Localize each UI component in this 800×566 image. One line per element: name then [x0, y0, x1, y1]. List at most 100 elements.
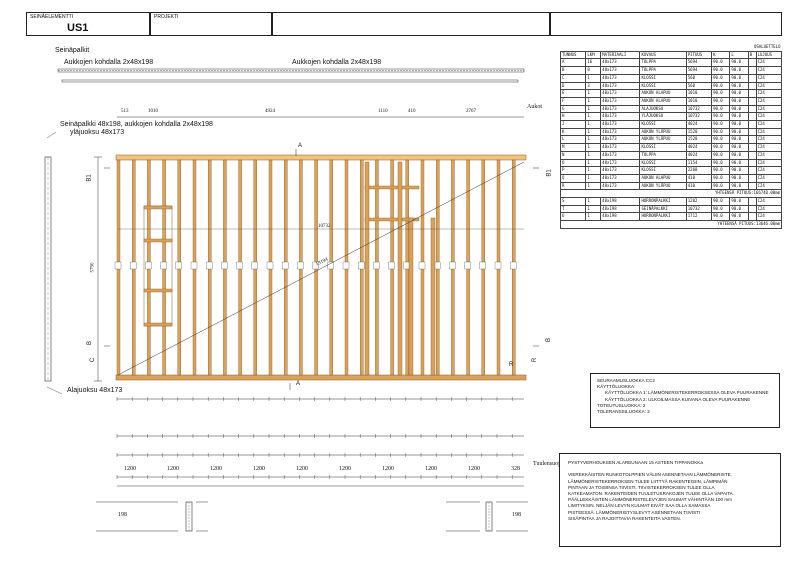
table-cell: [747, 89, 757, 98]
table-cell: C24: [755, 73, 783, 83]
note-line: KÄYTTÖLUOKKA 2: ULKOILMASSA KUIVANA OLEV…: [605, 396, 751, 402]
table-cell: [747, 81, 757, 91]
table-cell: 90.0: [729, 104, 749, 114]
table-cell: [747, 212, 757, 222]
aukot-label: Aukot: [527, 104, 542, 110]
table-cell: C24: [755, 58, 783, 68]
table-cell: [747, 181, 757, 191]
table-cell: [747, 204, 757, 214]
table-cell: 90.0: [729, 197, 749, 206]
table-cell: R: [559, 181, 587, 191]
sheathing-dim: 328: [511, 466, 520, 472]
table-cell: 48x173: [600, 158, 641, 168]
note-line: PÄÄLLEKKÄISTEN LÄMMÖNERISTELEVYJEN SAUMA…: [568, 497, 732, 503]
stud-tag: [145, 261, 152, 270]
stud-tag: [251, 261, 258, 270]
note-line: SEURAAMUSLUOKKA CC2: [597, 378, 655, 383]
table-column-header: LUJUUS: [755, 50, 783, 60]
table-cell: 1: [585, 212, 602, 222]
table-cell: C24: [755, 96, 783, 106]
specification-box: PYSTYVERHOUKSEN ALAREUNAAN 15 ASTEEN TIP…: [559, 453, 781, 547]
table-cell: 1: [585, 204, 602, 214]
note-line: KÄYTTÖLUOKKA 1: LÄMMÖNERISTEKERROKSESSA …: [605, 390, 769, 396]
table-cell: 1: [585, 89, 602, 98]
table-cell: [747, 158, 757, 168]
stud-tag: [327, 261, 334, 270]
stud-tag: [114, 261, 122, 270]
titleblock-cell-4: [550, 12, 782, 36]
table-column-header: TUNNUS: [559, 50, 587, 60]
marker-b1-left: B1: [86, 174, 93, 182]
table-cell: TOLPPA: [639, 58, 687, 68]
marker-a-top: A: [298, 143, 303, 149]
piece-dim-right: 198: [512, 512, 521, 518]
width-dim: 10732: [318, 224, 331, 229]
table-cell: TOLPPA: [639, 150, 687, 160]
table-cell: 1: [585, 158, 602, 168]
table-column-header: L: [729, 50, 749, 60]
table-cell: 1520: [685, 135, 713, 145]
table-cell: 1: [585, 166, 602, 175]
table-cell: 90.0: [711, 181, 731, 191]
table-cell: 90.0: [729, 150, 749, 160]
table-cell: M: [559, 143, 587, 152]
table-cell: C24: [755, 143, 783, 152]
stud-tag: [464, 261, 471, 270]
table-cell: 4024: [685, 143, 713, 152]
stud-tag: [130, 261, 137, 270]
table-cell: C24: [755, 181, 783, 191]
table-cell: 48x173: [600, 150, 641, 160]
table-cell: 1: [585, 135, 602, 145]
note-line: TOLERANSSILUOKKA: 2: [597, 409, 650, 415]
table-cell: 90.0: [711, 150, 731, 160]
table-cell: 48x173: [600, 173, 641, 183]
table-cell: E: [559, 89, 587, 98]
table-cell: C24: [755, 127, 783, 137]
table-column-header: KUVAUS: [639, 50, 687, 60]
note-line: LÄMMÖNERISTEKERROKSEN TULEE LIITTYÄ RAKE…: [568, 478, 728, 484]
table-cell: [747, 173, 757, 183]
table-column-header: K: [711, 50, 731, 60]
table-total: YHTEENSÄ PITUUS:13646.00mm: [560, 220, 782, 229]
table-cell: U: [559, 212, 587, 222]
stud-tag: [449, 261, 456, 270]
table-cell: 48x173: [600, 135, 641, 145]
table-cell: 90.0: [729, 96, 749, 106]
table-cell: 90.0: [711, 58, 731, 68]
table-cell: 410: [685, 173, 713, 183]
table-cell: 1: [585, 150, 602, 160]
table-cell: 1202: [685, 197, 713, 206]
table-cell: 90.0: [729, 120, 749, 129]
stud-tag: [297, 261, 304, 270]
table-cell: 48x173: [600, 96, 641, 106]
table-cell: H: [559, 112, 587, 122]
table-cell: 90.0: [711, 166, 731, 175]
side-view: [44, 131, 63, 395]
sheathing-dim: 1200: [382, 466, 394, 472]
table-cell: [747, 120, 757, 129]
table-cell: 410: [685, 181, 713, 191]
table-cell: 48x173: [600, 58, 641, 68]
table-cell: KLOSSI: [639, 166, 687, 175]
table-cell: HORRONPALKKI: [639, 197, 687, 206]
aukot-dim-4: 1110: [378, 109, 388, 114]
table-cell: A: [559, 58, 587, 68]
table-cell: KLOSSI: [639, 158, 687, 168]
alajuoksu-label: Alajuoksu 48x173: [67, 387, 123, 394]
table-cell: 16: [585, 58, 602, 68]
table-cell: [747, 135, 757, 145]
table-cell: 90.0: [711, 73, 731, 83]
table-cell: [747, 58, 757, 68]
table-cell: 90.0: [729, 158, 749, 168]
table-cell: C24: [755, 135, 783, 145]
table-cell: 48x173: [600, 166, 641, 175]
